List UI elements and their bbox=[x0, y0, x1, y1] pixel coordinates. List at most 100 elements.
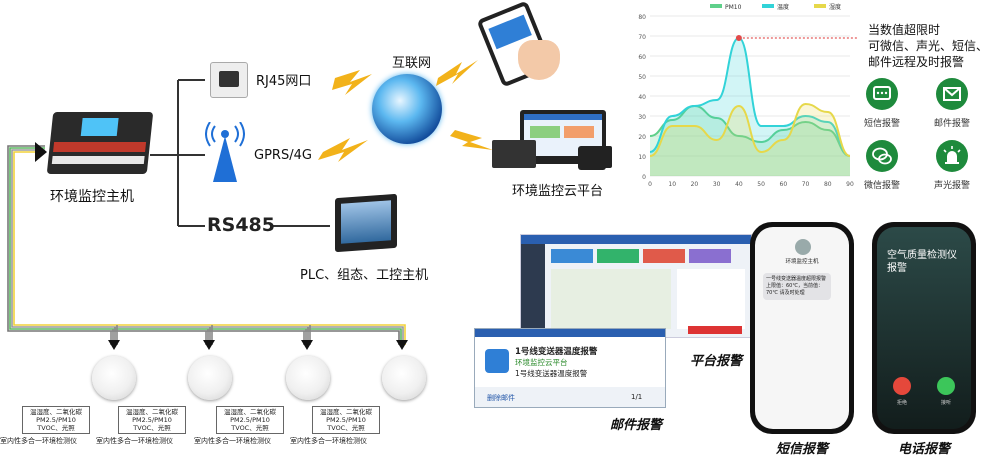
series-line bbox=[649, 36, 851, 157]
antenna-icon bbox=[205, 122, 245, 182]
mail-alarm-icon-label: 邮件报警 bbox=[933, 119, 970, 129]
sensor-spec-line: 温湿度、二氧化碳 bbox=[224, 408, 276, 416]
threshold-line-1: 当数值超限时 bbox=[868, 23, 941, 37]
internet-label: 互联网 bbox=[392, 56, 432, 71]
series-area bbox=[650, 104, 850, 176]
host-terminals bbox=[51, 156, 145, 164]
sensor-spec-line: 温湿度、二氧化碳 bbox=[320, 408, 372, 416]
y-tick-label: 0 bbox=[642, 174, 646, 181]
sensor-device bbox=[188, 356, 232, 400]
rj45-label: RJ45网口 bbox=[256, 74, 312, 89]
host-label: 环境监控主机 bbox=[50, 189, 134, 205]
threshold-line-3: 邮件远程及时报警 bbox=[868, 55, 965, 69]
plc-label: PLC、组态、工控主机 bbox=[300, 268, 429, 283]
sensor-spec-line: PM2.5/PM10 bbox=[36, 416, 76, 424]
rs485-label: RS485 bbox=[207, 214, 275, 236]
legend-label: 湿度 bbox=[829, 3, 841, 11]
delete-mail-link[interactable]: 删除邮件 bbox=[487, 394, 515, 402]
call-phone: 空气质量检测仪报警 拒绝 接听 bbox=[872, 222, 976, 434]
platform-dashboard bbox=[520, 234, 752, 338]
platform-alarm-flag bbox=[688, 326, 742, 334]
sensor-device bbox=[92, 356, 136, 400]
y-tick-label: 40 bbox=[638, 94, 646, 101]
x-tick-label: 20 bbox=[691, 181, 699, 188]
y-tick-label: 10 bbox=[638, 154, 646, 161]
host-screen bbox=[80, 118, 119, 136]
sensor-device bbox=[286, 356, 330, 400]
rj45-port-icon bbox=[210, 62, 248, 98]
accept-button[interactable] bbox=[937, 377, 955, 395]
accept-label: 接听 bbox=[940, 400, 951, 406]
sms-sender: 环境监控主机 bbox=[785, 259, 819, 265]
x-tick-label: 40 bbox=[735, 181, 743, 188]
sensor-spec-line: PM2.5/PM10 bbox=[230, 416, 270, 424]
laptop-image bbox=[492, 140, 536, 168]
legend-swatch bbox=[710, 4, 722, 8]
x-tick-label: 80 bbox=[824, 181, 832, 188]
series-line bbox=[649, 104, 851, 157]
sms-alarm-icon-label: 短信报警 bbox=[863, 119, 900, 129]
popup-app-icon bbox=[485, 349, 509, 373]
siren-alarm-icon-label: 声光报警 bbox=[933, 181, 970, 191]
x-tick-label: 70 bbox=[802, 181, 810, 188]
email-alarm-label: 邮件报警 bbox=[610, 418, 663, 433]
sensor-name-label: 室内性多合一环境检测仪 bbox=[194, 437, 271, 445]
wechat-alarm-icon-label: 微信报警 bbox=[863, 181, 900, 191]
globe-icon bbox=[372, 74, 442, 144]
popup-pager: 1/1 bbox=[631, 393, 643, 401]
sensor-device bbox=[382, 356, 426, 400]
sensor-spec-line: PM2.5/PM10 bbox=[132, 416, 172, 424]
sensor-spec-line: 温湿度、二氧化碳 bbox=[30, 408, 82, 416]
siren-icon bbox=[936, 140, 968, 172]
cloud-platform-label: 环境监控云平台 bbox=[512, 184, 604, 199]
decline-button[interactable] bbox=[893, 377, 911, 395]
sms-phone: 环境监控主机 一号线变送器温度超限报警 上限值：60℃，当前值：70℃ 请及时处… bbox=[750, 222, 854, 434]
legend-swatch bbox=[814, 4, 826, 8]
y-tick-label: 70 bbox=[638, 34, 646, 41]
x-tick-label: 30 bbox=[713, 181, 721, 188]
y-tick-label: 50 bbox=[638, 74, 646, 81]
y-tick-label: 30 bbox=[638, 114, 646, 121]
threshold-text: 当数值超限时 可微信、声光、短信、 邮件远程及时报警 bbox=[868, 22, 988, 70]
popup-body: 1号线变送器温度报警 bbox=[515, 369, 588, 378]
caller-name: 空气质量检测仪报警 bbox=[887, 250, 957, 274]
sensor-name-label: 室内性多合一环境检测仪 bbox=[290, 437, 367, 445]
sensor-spec-line: TVOC、光照 bbox=[37, 424, 75, 432]
x-tick-label: 60 bbox=[780, 181, 788, 188]
host-red-panel bbox=[53, 142, 147, 152]
sms-icon bbox=[866, 78, 898, 110]
sensor-spec-line: TVOC、光照 bbox=[327, 424, 365, 432]
gprs-label: GPRS/4G bbox=[254, 148, 312, 163]
phone-small-image bbox=[600, 146, 612, 168]
series-area bbox=[650, 38, 850, 176]
plc-panel-image bbox=[335, 193, 397, 253]
sms-alarm-label: 短信报警 bbox=[776, 442, 829, 457]
wechat-icon bbox=[866, 140, 898, 172]
popup-title: 1号线变送器温度报警 bbox=[515, 347, 598, 357]
email-popup: 1号线变送器温度报警 环境监控云平台 1号线变送器温度报警 删除邮件 1/1 bbox=[474, 328, 666, 408]
y-tick-label: 20 bbox=[638, 134, 646, 141]
threshold-line-2: 可微信、声光、短信、 bbox=[868, 39, 989, 53]
threshold-point bbox=[735, 35, 742, 41]
legend-swatch bbox=[762, 4, 774, 8]
call-alarm-label: 电话报警 bbox=[898, 442, 951, 457]
host-controller-device bbox=[46, 112, 154, 174]
sensor-spec-line: PM2.5/PM10 bbox=[326, 416, 366, 424]
x-tick-label: 10 bbox=[668, 181, 676, 188]
legend-label: 温度 bbox=[777, 3, 789, 11]
sensor-spec-line: 温湿度、二氧化碳 bbox=[126, 408, 178, 416]
sensor-name-label: 室内性多合一环境检测仪 bbox=[0, 437, 77, 445]
series-line bbox=[649, 102, 851, 157]
legend-label: PM10 bbox=[725, 4, 742, 11]
sensor-spec-line: TVOC、光照 bbox=[133, 424, 171, 432]
decline-label: 拒绝 bbox=[896, 400, 907, 406]
x-tick-label: 0 bbox=[648, 181, 652, 188]
sms-bubble: 一号线变送器温度超限报警 上限值：60℃，当前值：70℃ 请及时处理 bbox=[763, 273, 831, 300]
y-tick-label: 60 bbox=[638, 54, 646, 61]
x-tick-label: 90 bbox=[846, 181, 854, 188]
